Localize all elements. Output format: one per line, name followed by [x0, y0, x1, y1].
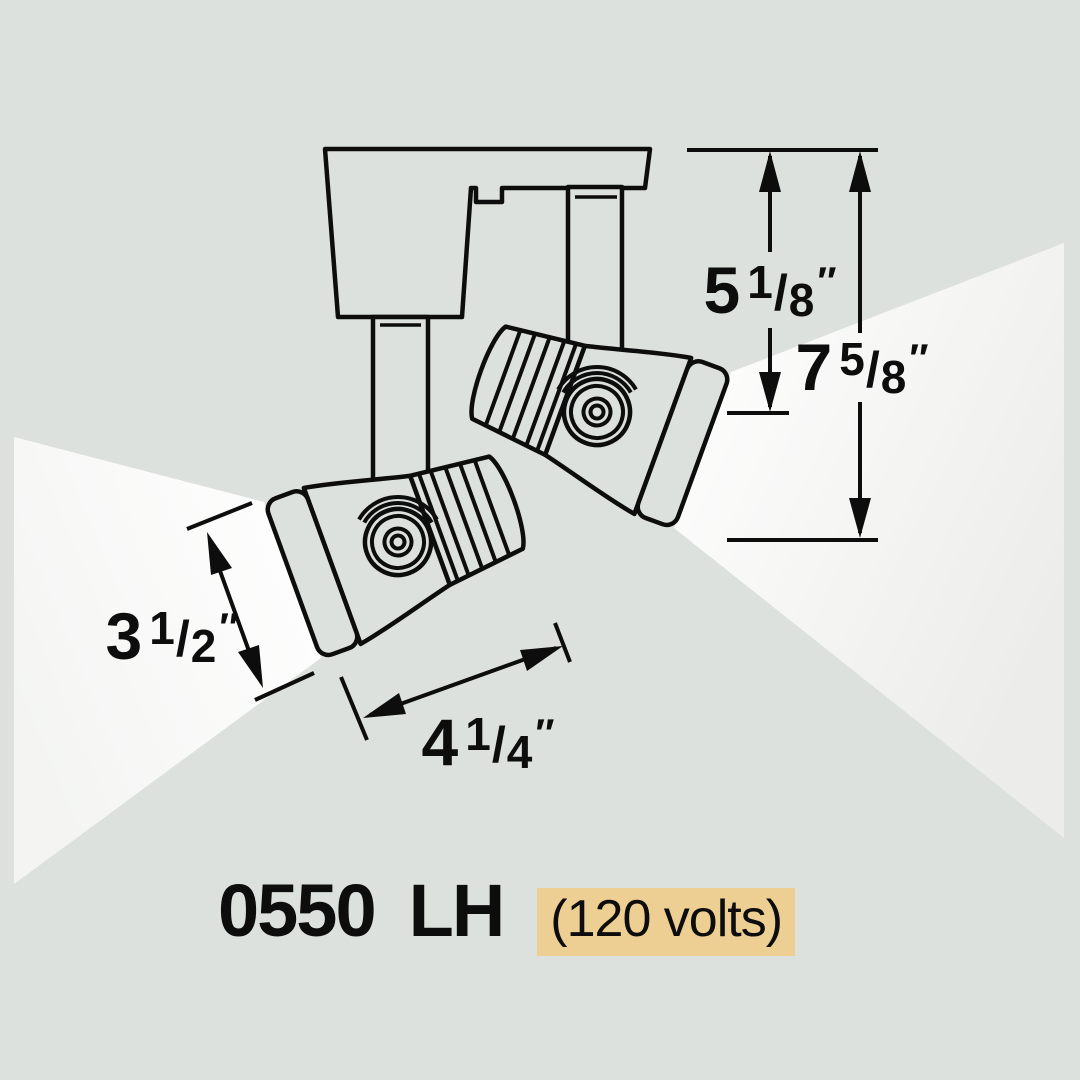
dimension-whole: 7: [795, 330, 833, 404]
knob-knurl-arcs: [556, 365, 638, 394]
knob: [362, 506, 434, 578]
knob: [561, 376, 633, 448]
inch-mark: ″: [909, 337, 929, 381]
fraction-slash: /: [865, 342, 880, 398]
fraction-slash: /: [491, 717, 506, 773]
dimension-whole: 3: [105, 599, 143, 673]
dimension-denominator: 2: [190, 620, 217, 672]
dimension-numerator: 1: [149, 602, 175, 654]
dimension-overall-drop: [727, 151, 878, 542]
lamp-face: [635, 359, 730, 528]
fraction-slash: /: [773, 265, 788, 321]
dimension-numerator: 1: [465, 708, 491, 760]
product-model: 0550: [218, 869, 377, 952]
voltage-badge: (120 volts): [537, 888, 796, 956]
dimension-numerator: 1: [747, 256, 773, 308]
dimension-denominator: 8: [788, 274, 815, 326]
dimension-whole: 5: [703, 253, 741, 327]
dimension-lines: [186, 148, 878, 741]
dimension-whole: 4: [421, 705, 459, 779]
inch-mark: ″: [535, 712, 555, 756]
light-beam-left: [14, 437, 321, 884]
lamp-face: [265, 489, 360, 658]
lamp-head-right: [469, 324, 730, 528]
lamp-head-left: [265, 454, 526, 658]
dimension-denominator: 4: [506, 726, 533, 778]
dimension-head-length: [186, 501, 315, 702]
product-label: 0550 LH (120 volts): [218, 869, 796, 956]
fraction-slash: /: [175, 611, 190, 667]
inch-mark: ″: [817, 260, 837, 304]
dimension-upper-drop: [727, 151, 789, 415]
dimension-head-span: [339, 622, 572, 741]
dimension-numerator: 5: [839, 333, 865, 385]
dimension-denominator: 8: [880, 351, 907, 403]
inch-mark: ″: [219, 606, 239, 650]
knob-knurl-arcs: [357, 495, 439, 524]
product-variant: LH: [408, 869, 506, 952]
